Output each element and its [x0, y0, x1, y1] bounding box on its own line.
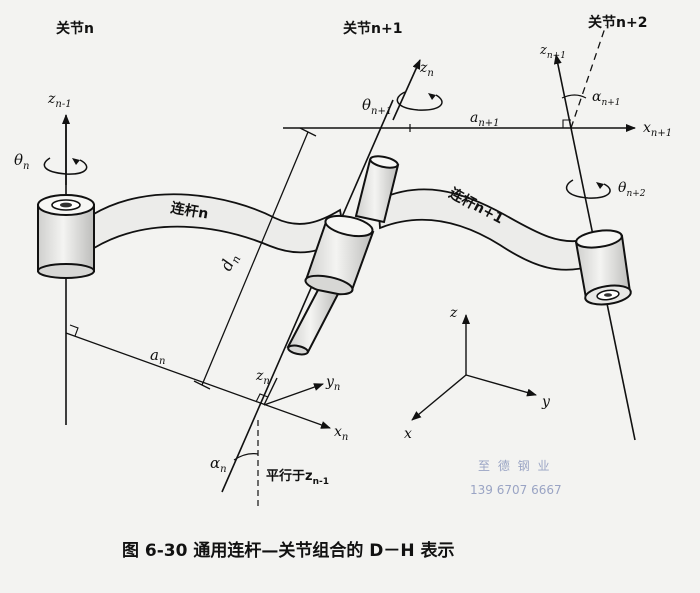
- alpha-n-label: αn: [210, 454, 227, 475]
- x-n1-label: xn+1: [643, 120, 672, 139]
- joint-n1-title: 关节n+1: [343, 20, 402, 37]
- link-n-body: [91, 193, 346, 254]
- theta-n2-label: θn+2: [618, 180, 646, 199]
- joint-n-title: 关节n: [56, 20, 94, 37]
- parallel-label: 平行于zn-1: [266, 468, 329, 487]
- z-n-top-label: zn: [419, 60, 434, 79]
- theta-n-label: θn: [14, 151, 29, 172]
- figure-caption: 图 6-30 通用连杆—关节组合的 D－H 表示: [122, 540, 455, 561]
- joint-n1-housing: [286, 155, 400, 356]
- theta-n1-label: θn+1: [362, 96, 392, 117]
- y-n-label: yn: [325, 374, 340, 393]
- joint-n2-cylinder: [574, 229, 632, 306]
- frame-n-axes: [233, 377, 324, 510]
- watermark-phone: 139 6707 6667: [470, 483, 562, 497]
- z-n1-label: zn+1: [539, 43, 566, 61]
- theta-n-rotation-icon: [43, 157, 88, 175]
- watermark-name: 至 德 钢 业: [478, 458, 551, 473]
- x-n-label: xn: [334, 424, 348, 443]
- z-n-axis: [221, 59, 421, 493]
- theta-n1-rotation-icon: [396, 91, 443, 111]
- x-n1-axis: [283, 124, 636, 132]
- joint-n2-title: 关节n+2: [588, 14, 647, 31]
- d-n-dimension: [193, 127, 317, 390]
- world-frame-axes: [411, 314, 537, 421]
- world-y-label: y: [541, 394, 551, 410]
- joint-n-cylinder: [37, 194, 95, 279]
- theta-n2-rotation-icon: [565, 179, 611, 199]
- world-z-label: z: [449, 305, 458, 321]
- a-n1-label: an+1: [470, 110, 500, 129]
- a-n-label: an: [150, 346, 165, 367]
- a-n-line: [65, 324, 331, 429]
- world-x-label: x: [404, 426, 412, 442]
- alpha-n1-label: αn+1: [592, 89, 621, 108]
- z-n-minus-1-label: zn-1: [47, 91, 72, 110]
- z-n-frame-label: zn: [255, 368, 270, 387]
- link-n-label: 连杆n: [169, 199, 209, 222]
- d-n-label: dn: [216, 250, 243, 275]
